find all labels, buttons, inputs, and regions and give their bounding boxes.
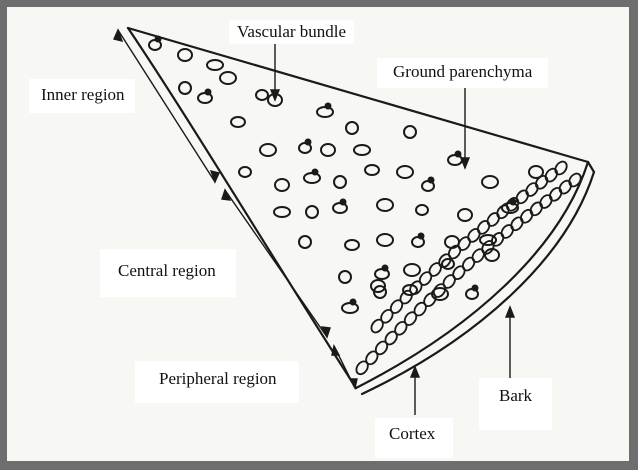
label-central-region: Central region [100,249,236,297]
label-bark: Bark [479,378,552,430]
vascular-bundle-dot [456,152,461,157]
label-cortex: Cortex [375,418,453,458]
vascular-bundle-dot [473,286,478,291]
vascular-bundle-dot [419,234,424,239]
label-vascular-bundle: Vascular bundle [229,20,354,44]
label-peripheral-region: Peripheral region [135,361,299,403]
vascular-bundle-dot [429,178,434,183]
vascular-bundle-dot [351,300,356,305]
label-inner-region: Inner region [29,79,135,113]
vascular-bundle-dot [206,90,211,95]
vascular-bundle-dot [156,37,161,42]
vascular-bundle-dot [326,104,331,109]
vascular-bundle-dot [306,140,311,145]
vascular-bundle-dot [511,200,516,205]
vascular-bundle-dot [313,170,318,175]
label-ground-parenchyma: Ground parenchyma [377,58,548,88]
vascular-bundle-dot [341,200,346,205]
vascular-bundle-dot [383,266,388,271]
